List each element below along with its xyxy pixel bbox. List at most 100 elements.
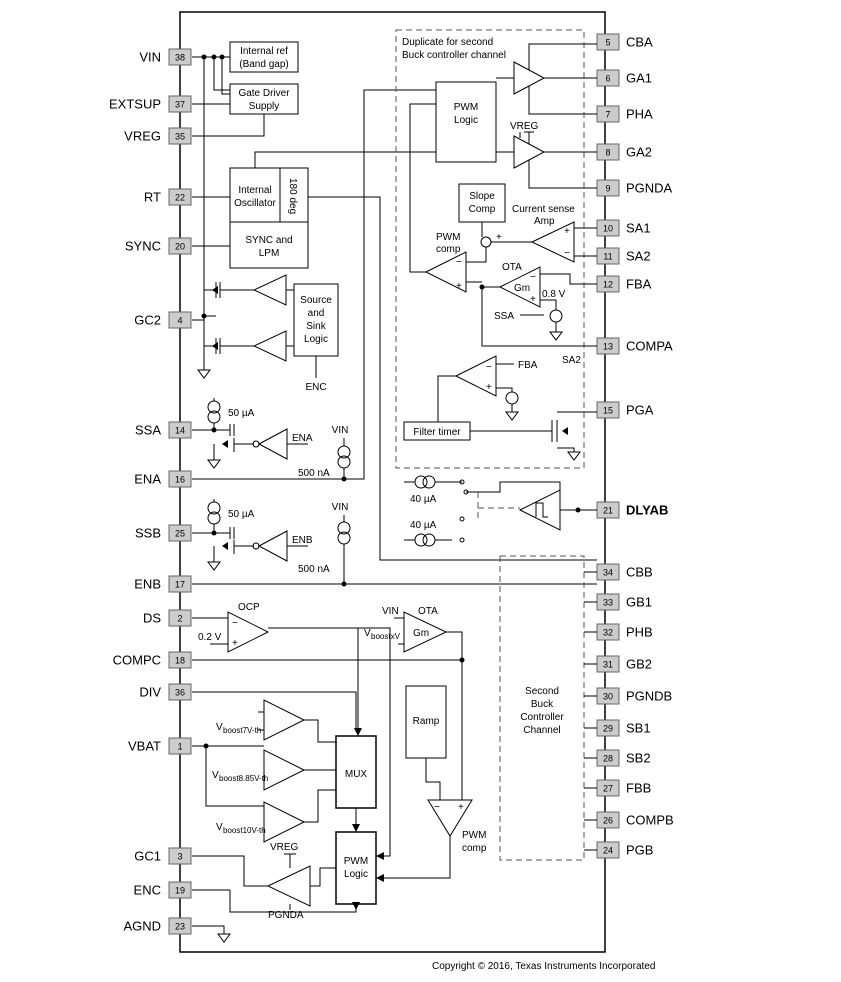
ramp-block: Ramp bbox=[405, 685, 447, 759]
pin-label: CBB bbox=[626, 565, 653, 580]
sync-lpm-block: SYNC and LPM bbox=[229, 221, 309, 269]
pin-number: 18 bbox=[175, 656, 185, 666]
svg-text:50 µA: 50 µA bbox=[228, 509, 255, 520]
svg-text:+: + bbox=[564, 226, 570, 237]
svg-text:+: + bbox=[496, 232, 502, 243]
svg-text:+: + bbox=[530, 294, 536, 305]
svg-text:comp: comp bbox=[436, 244, 461, 255]
svg-text:VIN: VIN bbox=[332, 425, 349, 436]
svg-text:VREG: VREG bbox=[510, 121, 539, 132]
svg-text:PWM: PWM bbox=[436, 232, 460, 243]
source-sink-logic-block: Source and Sink Logic bbox=[293, 283, 339, 357]
pin-label: AGND bbox=[123, 919, 161, 934]
pin-number: 11 bbox=[603, 252, 612, 262]
svg-text:Comp: Comp bbox=[469, 204, 496, 215]
svg-text:Controller: Controller bbox=[520, 712, 564, 723]
pin-label: FBA bbox=[626, 277, 652, 292]
pin-label: DLYAB bbox=[626, 503, 668, 518]
svg-text:50 µA: 50 µA bbox=[228, 408, 255, 419]
pin-label: SA1 bbox=[626, 221, 651, 236]
gate-driver-supply-block: Gate Driver Supply bbox=[229, 83, 299, 115]
svg-text:V: V bbox=[216, 722, 223, 733]
pin-label: SYNC bbox=[125, 239, 161, 254]
pin-label: SSB bbox=[135, 526, 161, 541]
svg-text:0.8 V: 0.8 V bbox=[542, 289, 566, 300]
duplicate-channel-outline bbox=[395, 29, 585, 469]
pin-number: 4 bbox=[177, 316, 182, 326]
ssa-circuit: 50 µA ENA bbox=[192, 398, 313, 469]
current-sense-amp-label: Amp bbox=[534, 216, 555, 227]
svg-text:OTA: OTA bbox=[418, 606, 438, 617]
pin-ds: 2DS bbox=[143, 609, 192, 627]
pin-label: COMPA bbox=[626, 339, 673, 354]
pin-number: 27 bbox=[603, 784, 613, 794]
svg-text:ENB: ENB bbox=[292, 535, 313, 546]
svg-text:LPM: LPM bbox=[259, 248, 280, 259]
svg-text:−: − bbox=[456, 257, 462, 268]
internal-ref-block: Internal ref (Band gap) bbox=[229, 41, 299, 73]
pin-number: 19 bbox=[175, 886, 185, 896]
svg-text:Channel: Channel bbox=[523, 725, 560, 736]
svg-text:−: − bbox=[530, 272, 536, 283]
pin-label: DIV bbox=[139, 685, 161, 700]
pin-label: ENA bbox=[134, 472, 161, 487]
svg-text:−: − bbox=[434, 802, 440, 813]
pin-label: VBAT bbox=[128, 739, 161, 754]
pin-label: PGNDB bbox=[626, 689, 672, 704]
pin-label: PGA bbox=[626, 403, 654, 418]
pin-label: GC1 bbox=[134, 849, 161, 864]
pin-number: 28 bbox=[603, 754, 613, 764]
filter-timer-block: Filter timer bbox=[403, 421, 471, 441]
svg-text:boost8.85V-th: boost8.85V-th bbox=[219, 774, 268, 783]
svg-text:PWM: PWM bbox=[454, 102, 478, 113]
pin-label: VREG bbox=[124, 129, 161, 144]
pin-number: 6 bbox=[605, 74, 610, 84]
duplicate-label-2: Buck controller channel bbox=[402, 50, 506, 61]
svg-text:Source: Source bbox=[300, 295, 332, 306]
svg-text:SYNC and: SYNC and bbox=[245, 235, 292, 246]
svg-text:Supply: Supply bbox=[249, 101, 280, 112]
svg-text:−: − bbox=[564, 248, 570, 259]
svg-text:Oscillator: Oscillator bbox=[234, 198, 276, 209]
svg-text:Logic: Logic bbox=[454, 115, 478, 126]
svg-text:PWM: PWM bbox=[344, 856, 368, 867]
pin-label: DS bbox=[143, 611, 161, 626]
svg-text:PWM: PWM bbox=[462, 830, 486, 841]
pin-gc1: 3 GC1 bbox=[134, 847, 192, 865]
pin-number: 17 bbox=[175, 580, 185, 590]
svg-text:SSA: SSA bbox=[494, 311, 514, 322]
pin-number: 3 bbox=[177, 852, 182, 862]
svg-text:Logic: Logic bbox=[304, 334, 328, 345]
pin-number: 26 bbox=[603, 816, 613, 826]
svg-text:Slope: Slope bbox=[469, 191, 495, 202]
pin-number: 9 bbox=[605, 184, 610, 194]
pin-number: 15 bbox=[603, 406, 613, 416]
pin-number: 36 bbox=[175, 688, 185, 698]
ena-current-source: VIN 500 nA bbox=[298, 425, 351, 479]
current-sense-label: Current sense bbox=[512, 204, 575, 215]
pin-label: SB2 bbox=[626, 751, 651, 766]
svg-text:(Band gap): (Band gap) bbox=[239, 59, 288, 70]
pin-pga: 15 PGA bbox=[596, 401, 654, 419]
pin-number: 32 bbox=[603, 628, 613, 638]
duplicate-label-1: Duplicate for second bbox=[402, 37, 493, 48]
pin-number: 7 bbox=[605, 110, 610, 120]
svg-text:+: + bbox=[458, 802, 464, 813]
copyright-text: Copyright © 2016, Texas Instruments Inco… bbox=[432, 961, 655, 972]
svg-text:−: − bbox=[486, 362, 492, 373]
pin-label: PGNDA bbox=[626, 181, 673, 196]
